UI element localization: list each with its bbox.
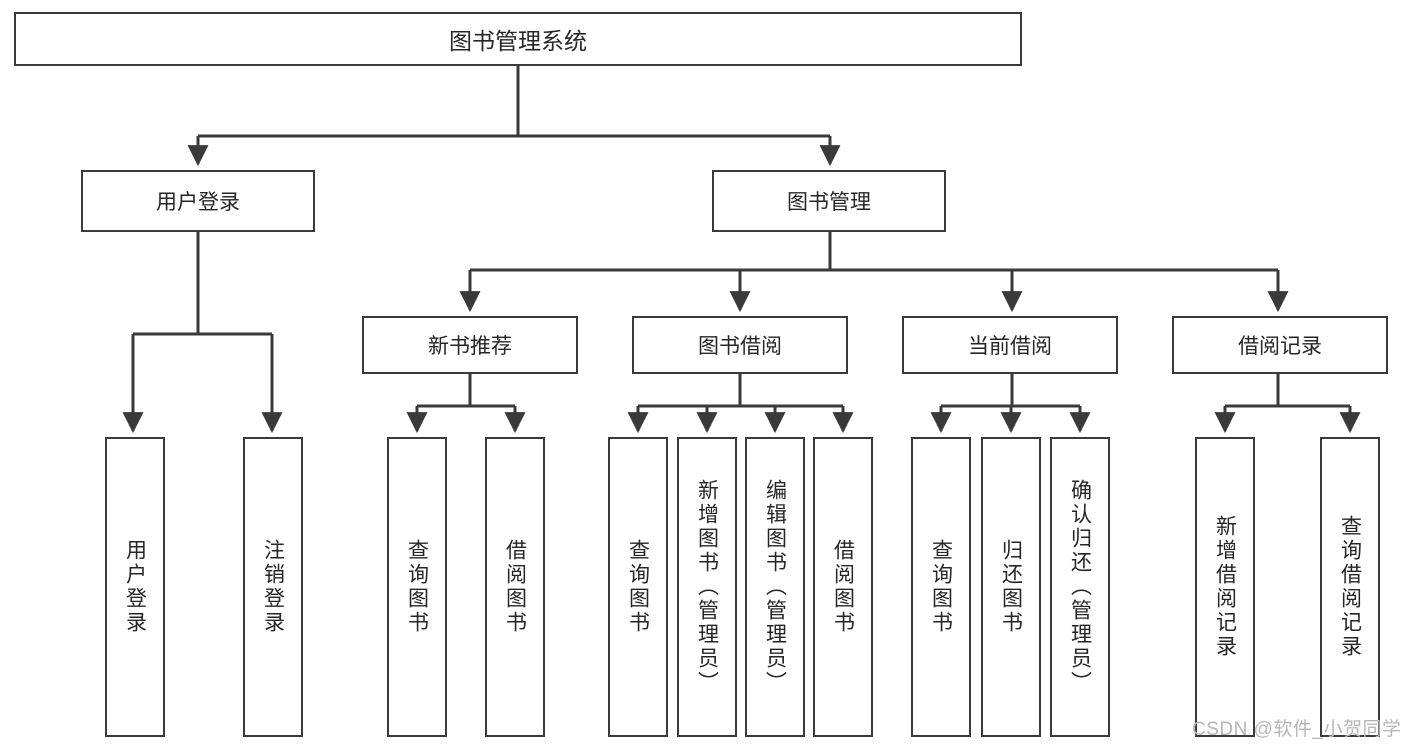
leaf-node[interactable]: 查询图书 [387, 437, 447, 737]
leaf-node[interactable]: 新增借阅记录 [1195, 437, 1255, 737]
leaf-node[interactable]: 确认归还（管理员） [1050, 437, 1110, 737]
node-current-borrow[interactable]: 当前借阅 [902, 316, 1118, 374]
leaf-node[interactable]: 注销登录 [243, 437, 303, 737]
node-book-borrow[interactable]: 图书借阅 [632, 316, 848, 374]
node-borrow-record[interactable]: 借阅记录 [1172, 316, 1388, 374]
node-user-login[interactable]: 用户登录 [81, 170, 315, 232]
leaf-node[interactable]: 借阅图书 [813, 437, 873, 737]
node-new-book-recommend[interactable]: 新书推荐 [362, 316, 578, 374]
csdn-watermark: CSDN @软件_小贺同学 [1192, 719, 1402, 740]
leaf-node[interactable]: 新增图书（管理员） [677, 437, 737, 737]
leaf-node[interactable]: 归还图书 [981, 437, 1041, 737]
leaf-node[interactable]: 查询图书 [608, 437, 668, 737]
leaf-node[interactable]: 借阅图书 [485, 437, 545, 737]
node-book-management[interactable]: 图书管理 [712, 170, 946, 232]
leaf-node[interactable]: 查询借阅记录 [1320, 437, 1380, 737]
leaf-node[interactable]: 用户登录 [105, 437, 165, 737]
leaf-node[interactable]: 查询图书 [911, 437, 971, 737]
node-root[interactable]: 图书管理系统 [14, 12, 1022, 66]
leaf-node[interactable]: 编辑图书（管理员） [745, 437, 805, 737]
